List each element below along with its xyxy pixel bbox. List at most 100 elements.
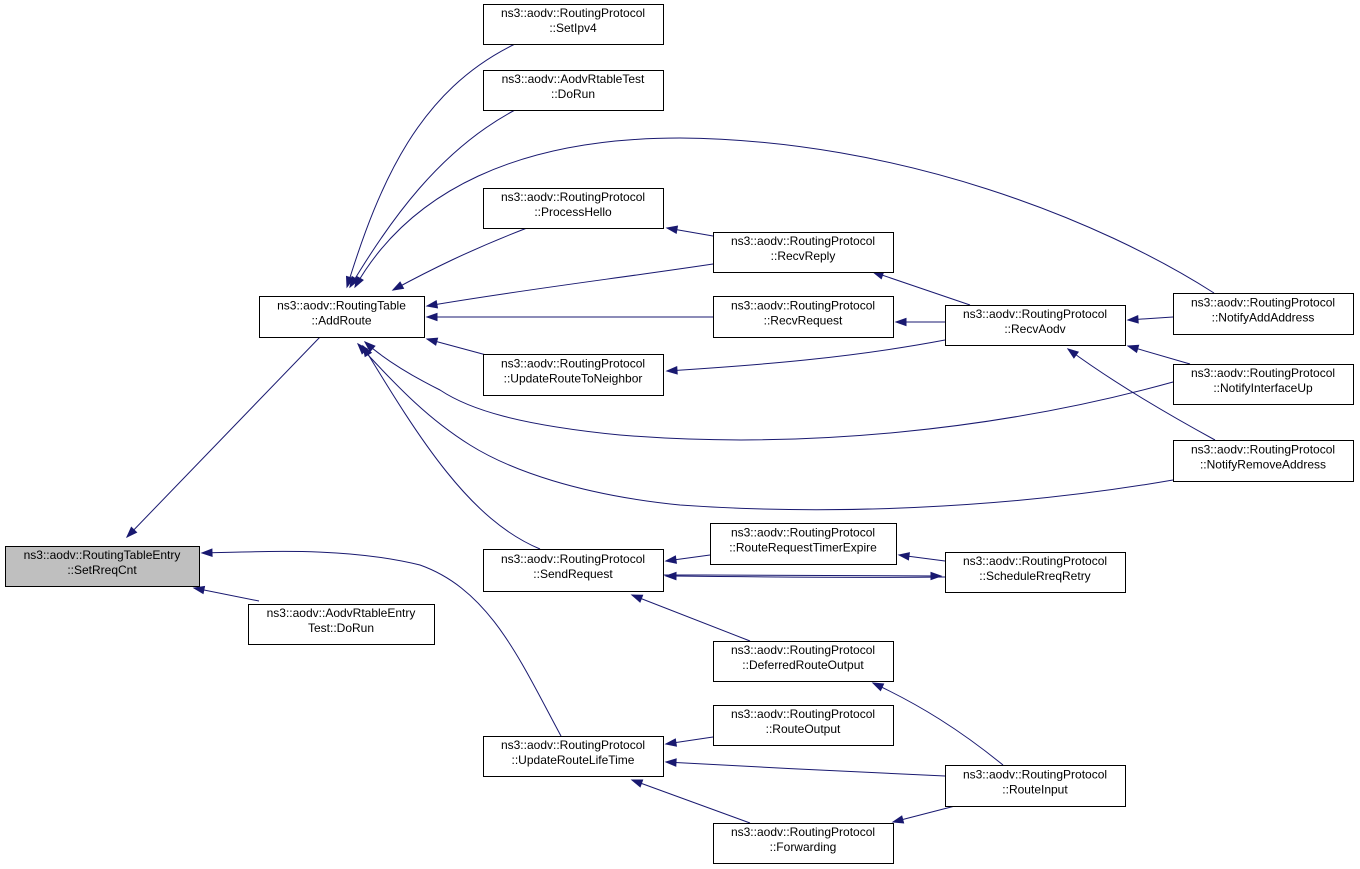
- node-box: [5, 546, 200, 587]
- node-box: [945, 305, 1126, 346]
- edge-routeinput-to-forwarding: [891, 805, 956, 824]
- node-label-line-2: ::AddRoute: [311, 314, 371, 328]
- node-box: [483, 4, 664, 45]
- arrowhead-icon: [897, 552, 910, 561]
- node-label-line-1: ns3::aodv::RoutingTableEntry: [24, 548, 181, 562]
- arrowhead-icon: [425, 312, 438, 322]
- node-label-line-1: ns3::aodv::RoutingProtocol: [1191, 366, 1335, 380]
- node-setipv4[interactable]: ns3::aodv::RoutingProtocol::SetIpv4: [483, 4, 664, 45]
- edge-line: [665, 761, 946, 777]
- edge-notifyremoveaddress-to-recvaodv: [1066, 348, 1216, 441]
- node-label-line-2: Test::DoRun: [308, 621, 374, 635]
- node-notifyaddaddress[interactable]: ns3::aodv::RoutingProtocol::NotifyAddAdd…: [1173, 293, 1354, 335]
- edge-notifyinterfaceup-to-addroute: [363, 341, 1174, 441]
- edge-line: [426, 263, 714, 307]
- edge-line: [631, 779, 751, 824]
- node-addroute[interactable]: ns3::aodv::RoutingTable::AddRoute: [259, 296, 425, 338]
- node-box: [713, 823, 894, 864]
- node-setrreqcnt[interactable]: ns3::aodv::RoutingTableEntry::SetRreqCnt: [5, 546, 200, 587]
- arrowhead-icon: [1126, 344, 1140, 354]
- node-label-line-2: ::NotifyInterfaceUp: [1213, 381, 1313, 395]
- edge-line: [126, 336, 321, 538]
- edge-line: [872, 271, 971, 306]
- edge-updateroutelifetime-to-setrreqcnt: [200, 548, 562, 737]
- edge-routeinput-to-updateroutelifetime: [664, 758, 946, 777]
- arrowhead-icon: [630, 779, 644, 788]
- node-label-line-2: ::RouteOutput: [766, 722, 841, 736]
- edge-line: [426, 338, 491, 357]
- edge-line: [201, 550, 562, 737]
- edge-line: [665, 575, 946, 578]
- node-label-line-2: ::RouteRequestTimerExpire: [729, 541, 877, 555]
- edge-line: [1127, 345, 1191, 365]
- node-schedulerreqretry[interactable]: ns3::aodv::RoutingProtocol::ScheduleRreq…: [945, 552, 1126, 593]
- node-updateroutetoneighbor[interactable]: ns3::aodv::RoutingProtocol::UpdateRouteT…: [483, 354, 664, 396]
- edge-forwarding-to-updateroutelifetime: [630, 779, 751, 824]
- arrowhead-icon: [891, 815, 905, 824]
- node-box: [713, 232, 894, 273]
- node-notifyinterfaceup[interactable]: ns3::aodv::RoutingProtocol::NotifyInterf…: [1173, 364, 1354, 405]
- node-box: [483, 354, 664, 396]
- node-label-line-2: ::UpdateRouteLifeTime: [512, 753, 635, 767]
- node-sendrequest[interactable]: ns3::aodv::RoutingProtocol::SendRequest: [483, 549, 664, 592]
- arrowhead-icon: [354, 275, 364, 289]
- node-forwarding[interactable]: ns3::aodv::RoutingProtocol::Forwarding: [713, 823, 894, 864]
- node-label-line-1: ns3::aodv::RoutingProtocol: [501, 552, 645, 566]
- node-recvreply[interactable]: ns3::aodv::RoutingProtocol::RecvReply: [713, 232, 894, 273]
- node-label-line-1: ns3::aodv::AodvRtableTest: [502, 72, 645, 86]
- node-processhello[interactable]: ns3::aodv::RoutingProtocol::ProcessHello: [483, 188, 664, 229]
- edge-notifyaddaddress-to-addroute: [354, 137, 1215, 294]
- edge-line: [193, 587, 260, 602]
- edge-updateroutetoneighbor-to-addroute: [425, 337, 491, 357]
- node-box: [248, 604, 435, 645]
- node-label-line-1: ns3::aodv::RoutingProtocol: [963, 307, 1107, 321]
- node-deferredrouteoutput[interactable]: ns3::aodv::RoutingProtocol::DeferredRout…: [713, 641, 894, 682]
- node-routerequesttimerexpire[interactable]: ns3::aodv::RoutingProtocol::RouteRequest…: [710, 523, 897, 565]
- node-updateroutelifetime[interactable]: ns3::aodv::RoutingProtocol::UpdateRouteL…: [483, 736, 664, 777]
- node-label-line-2: ::SendRequest: [533, 567, 613, 581]
- node-box: [945, 765, 1126, 807]
- edge-line: [362, 345, 541, 550]
- edge-line: [892, 805, 956, 823]
- edge-line: [631, 594, 751, 642]
- node-box: [1173, 293, 1354, 335]
- node-label-line-1: ns3::aodv::RoutingProtocol: [1191, 296, 1335, 310]
- arrowhead-icon: [664, 571, 677, 581]
- arrowhead-icon: [665, 225, 679, 235]
- arrowhead-icon: [425, 299, 439, 309]
- edge-line: [346, 43, 516, 288]
- node-rtabletest[interactable]: ns3::aodv::AodvRtableTest::DoRun: [483, 70, 664, 111]
- edge-addroute-to-setrreqcnt: [125, 336, 321, 539]
- node-routeoutput[interactable]: ns3::aodv::RoutingProtocol::RouteOutput: [713, 705, 894, 746]
- arrowhead-icon: [391, 281, 405, 291]
- node-label-line-1: ns3::aodv::RoutingTable: [277, 299, 406, 313]
- arrowhead-icon: [871, 682, 885, 692]
- node-label-line-2: ::RecvRequest: [764, 314, 843, 328]
- node-notifyremoveaddress[interactable]: ns3::aodv::RoutingProtocol::NotifyRemove…: [1173, 440, 1354, 482]
- nodes-layer: ns3::aodv::RoutingTableEntry::SetRreqCnt…: [5, 4, 1354, 864]
- node-label-line-1: ns3::aodv::RoutingProtocol: [731, 643, 875, 657]
- node-label-line-2: ::ScheduleRreqRetry: [979, 569, 1090, 583]
- edge-rtableentrytest-to-setrreqcnt: [192, 585, 260, 602]
- node-recvrequest[interactable]: ns3::aodv::RoutingProtocol::RecvRequest: [713, 296, 894, 338]
- node-label-line-2: ::DeferredRouteOutput: [742, 658, 864, 672]
- node-label-line-2: ::DoRun: [551, 87, 595, 101]
- arrowhead-icon: [425, 337, 439, 346]
- edge-line: [392, 227, 528, 291]
- node-label-line-1: ns3::aodv::RoutingProtocol: [501, 738, 645, 752]
- node-box: [1173, 440, 1354, 482]
- node-routeinput[interactable]: ns3::aodv::RoutingProtocol::RouteInput: [945, 765, 1126, 807]
- arrowhead-icon: [1066, 348, 1080, 359]
- node-label-line-2: ::NotifyRemoveAddress: [1200, 458, 1326, 472]
- edge-line: [364, 341, 1174, 441]
- edge-sendrequest-to-schedulerreqretry: [662, 571, 943, 581]
- edges-layer: [125, 43, 1216, 824]
- node-label-line-1: ns3::aodv::AodvRtableEntry: [267, 606, 416, 620]
- edge-schedulerreqretry-to-routerequesttimerexpire: [897, 552, 946, 562]
- node-recvaodv[interactable]: ns3::aodv::RoutingProtocol::RecvAodv: [945, 305, 1126, 346]
- arrowhead-icon: [125, 526, 138, 539]
- node-label-line-1: ns3::aodv::RoutingProtocol: [1191, 443, 1335, 457]
- node-box: [483, 70, 664, 111]
